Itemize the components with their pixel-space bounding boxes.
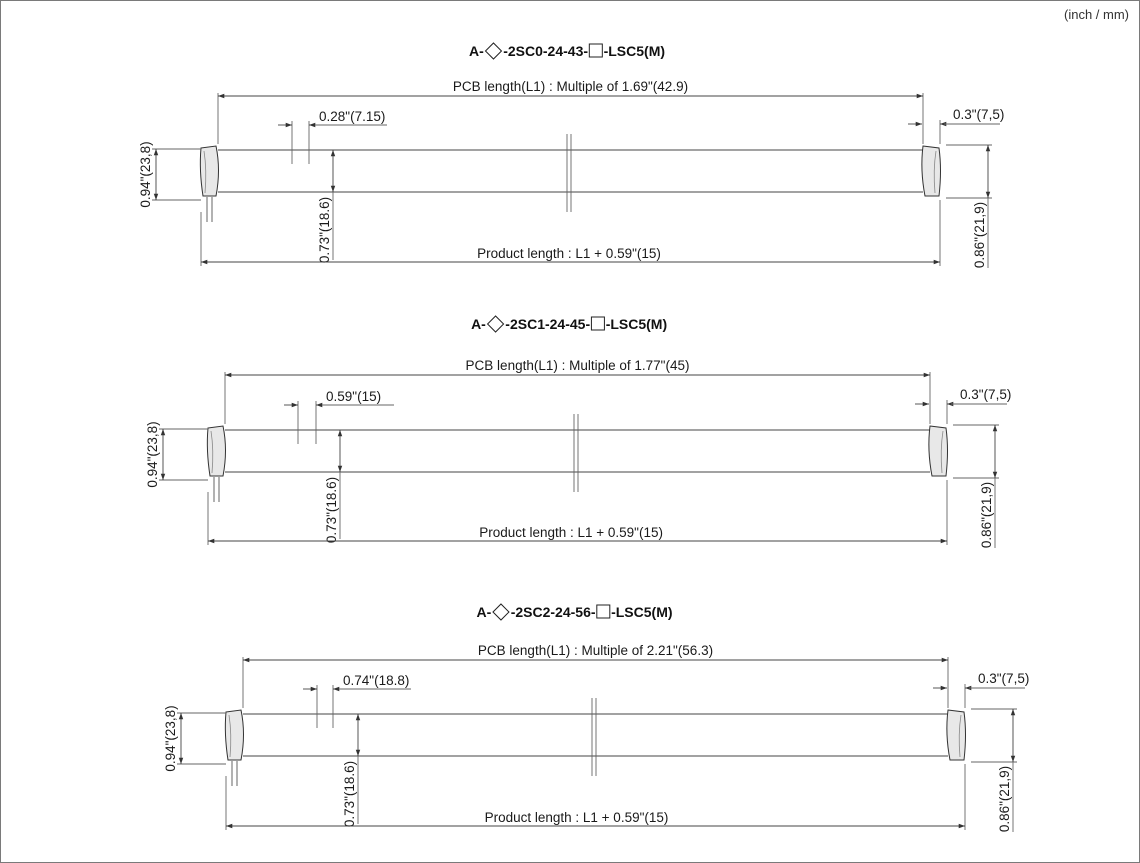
height-right-label: 0.86"(21,9) — [972, 202, 987, 268]
left-end-cap-contour — [210, 430, 214, 474]
left-end-cap-contour — [228, 714, 232, 758]
drawing-title: A- -2SC1-24-45- -LSC5(M) — [471, 316, 667, 332]
title-middle: -2SC1-24-45- — [505, 316, 590, 332]
led-pitch-label: 0.28"(7.15) — [319, 109, 385, 124]
diamond-symbol-icon — [484, 42, 503, 60]
title-suffix: -LSC5(M) — [606, 316, 667, 332]
units-label: (inch / mm) — [1064, 7, 1129, 22]
drawing-1: A- -2SC0-24-43- -LSC5(M) PCB length(L1) :… — [138, 42, 1004, 268]
square-symbol-icon — [590, 316, 605, 331]
title-diamond-space — [486, 316, 505, 332]
title-diamond-space — [491, 604, 510, 620]
height-right-label: 0.86"(21,9) — [979, 482, 994, 548]
product-length-label: Product length : L1 + 0.59"(15) — [477, 246, 661, 261]
left-end-cap — [224, 709, 244, 761]
right-end-cap — [946, 709, 966, 761]
title-middle: -2SC0-24-43- — [503, 43, 588, 59]
body-height-label: 0.73"(18.6) — [342, 761, 357, 827]
title-prefix: A- — [469, 43, 484, 59]
title-diamond-space — [484, 43, 503, 59]
drawing-3: A- -2SC2-24-56- -LSC5(M) PCB length(L1) :… — [163, 603, 1029, 832]
title-prefix: A- — [476, 604, 491, 620]
product-length-label: Product length : L1 + 0.59"(15) — [479, 525, 663, 540]
diamond-symbol-icon — [492, 603, 510, 621]
pcb-length-label: PCB length(L1) : Multiple of 1.69"(42.9) — [453, 79, 688, 94]
title-suffix: -LSC5(M) — [604, 43, 665, 59]
drawing-title: A- -2SC2-24-56- -LSC5(M) — [476, 604, 672, 620]
pcb-length-label: PCB length(L1) : Multiple of 2.21"(56.3) — [478, 643, 713, 658]
left-end-cap-contour — [203, 150, 207, 194]
right-end-cap — [921, 145, 941, 197]
drawing-2: A- -2SC1-24-45- -LSC5(M) PCB length(L1) :… — [145, 315, 1011, 548]
end-offset-label: 0.3"(7,5) — [978, 671, 1029, 686]
height-left-label: 0.94"(23,8) — [163, 705, 178, 771]
height-left-label: 0.94"(23,8) — [145, 421, 160, 487]
square-symbol-icon — [588, 43, 603, 58]
height-left-label: 0.94"(23,8) — [138, 141, 153, 207]
right-end-cap-contour — [933, 150, 937, 194]
led-pitch-label: 0.59"(15) — [326, 389, 381, 404]
diamond-symbol-icon — [486, 315, 505, 333]
body-height-label: 0.73"(18.6) — [317, 197, 332, 263]
product-length-label: Product length : L1 + 0.59"(15) — [485, 810, 669, 825]
end-offset-label: 0.3"(7,5) — [960, 387, 1011, 402]
height-right-label: 0.86"(21,9) — [997, 766, 1012, 832]
left-end-cap — [206, 425, 226, 477]
title-middle: -2SC2-24-56- — [511, 604, 596, 620]
right-end-cap-contour — [940, 430, 944, 474]
square-symbol-icon — [596, 604, 611, 619]
drawing-title: A- -2SC0-24-43- -LSC5(M) — [469, 43, 665, 59]
title-suffix: -LSC5(M) — [611, 604, 672, 620]
pcb-length-label: PCB length(L1) : Multiple of 1.77"(45) — [466, 358, 690, 373]
body-height-label: 0.73"(18.6) — [324, 477, 339, 543]
led-pitch-label: 0.74"(18.8) — [343, 673, 409, 688]
right-end-cap-contour — [958, 714, 962, 758]
end-offset-label: 0.3"(7,5) — [953, 107, 1004, 122]
right-end-cap — [928, 425, 948, 477]
title-prefix: A- — [471, 316, 486, 332]
left-end-cap — [199, 145, 219, 197]
